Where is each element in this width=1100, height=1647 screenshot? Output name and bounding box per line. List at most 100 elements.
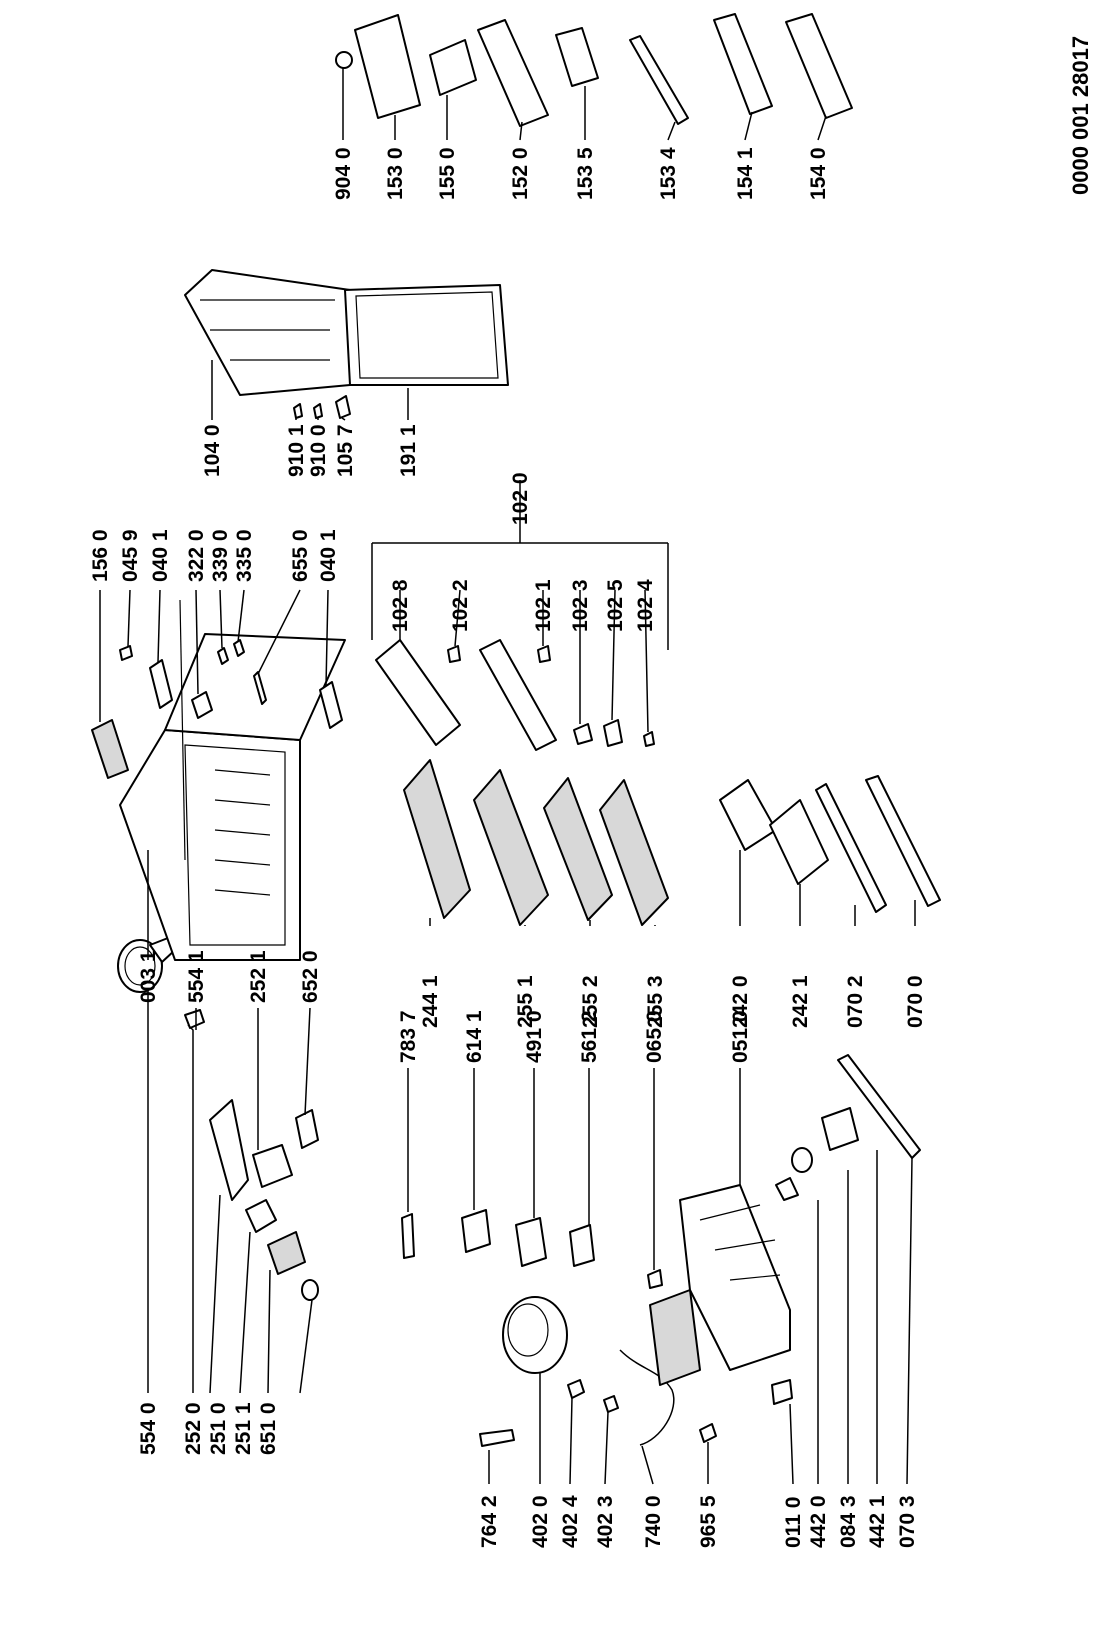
part-label-191-1: 191 1 — [397, 424, 420, 477]
part-label-154-0: 154 0 — [807, 147, 830, 200]
part-label-102-8: 102 8 — [389, 579, 412, 632]
part-drawing-251-0 — [245, 1199, 277, 1233]
part-drawing-251-1 — [267, 1231, 306, 1275]
part-drawing-084-3 — [791, 1147, 813, 1173]
part-label-040-1-a: 040 1 — [149, 529, 172, 582]
part-label-339-0: 339 0 — [209, 529, 232, 582]
part-label-910-1: 910 1 — [285, 424, 308, 477]
part-label-102-1: 102 1 — [532, 579, 555, 632]
part-drawing-255-1 — [473, 769, 549, 926]
part-label-402-4: 402 4 — [559, 1495, 582, 1548]
part-label-255-2: 255 2 — [579, 975, 602, 1028]
part-drawing-255-3 — [599, 779, 669, 926]
part-label-156-0: 156 0 — [89, 529, 112, 582]
part-label-153-0: 153 0 — [384, 147, 407, 200]
part-drawing-614-1 — [461, 1209, 491, 1253]
part-label-561-2: 561 2 — [578, 1010, 601, 1063]
part-drawing-102-3 — [573, 723, 593, 745]
part-label-065-0: 065 0 — [643, 1010, 666, 1063]
part-label-655-0: 655 0 — [289, 529, 312, 582]
part-drawing-402-4 — [567, 1379, 585, 1399]
leader-lines — [99, 68, 916, 1485]
part-drawing-156-0 — [91, 719, 129, 779]
part-label-070-3: 070 3 — [896, 1495, 919, 1548]
part-label-740-0: 740 0 — [642, 1495, 665, 1548]
part-drawing-153-4 — [629, 35, 689, 125]
part-drawing-655-0 — [253, 671, 267, 705]
part-drawing-339-0 — [217, 647, 229, 665]
part-label-252-0: 252 0 — [182, 1402, 205, 1455]
part-label-102-4: 102 4 — [634, 579, 657, 632]
part-drawing-242-0 — [719, 779, 777, 851]
part-label-102-5: 102 5 — [604, 579, 627, 632]
part-drawing-152-0 — [477, 19, 549, 127]
part-drawing-651-0 — [301, 1279, 319, 1301]
part-drawing-154-0 — [785, 13, 853, 119]
part-label-102-2: 102 2 — [449, 579, 472, 632]
part-label-152-0: 152 0 — [509, 147, 532, 200]
part-drawing-910-1 — [293, 403, 303, 419]
part-drawing-102-1-bar — [479, 639, 557, 751]
part-drawing-070-0 — [865, 775, 941, 907]
part-drawing-402-0 — [502, 1296, 568, 1374]
part-drawing-045-9 — [119, 645, 133, 661]
part-drawing-904-0 — [335, 51, 353, 69]
part-label-045-9: 045 9 — [119, 529, 142, 582]
part-drawing-105-7 — [335, 395, 351, 419]
part-drawing-252-1 — [252, 1144, 293, 1188]
part-label-904-0: 904 0 — [332, 147, 355, 200]
part-label-244-1: 244 1 — [419, 975, 442, 1028]
part-label-102-0: 102 0 — [509, 472, 532, 525]
part-label-242-1: 242 1 — [789, 975, 812, 1028]
part-drawing-155-0 — [429, 39, 477, 96]
part-label-255-3: 255 3 — [644, 975, 667, 1028]
part-drawing-191-1 — [344, 284, 509, 386]
part-drawing-402-3 — [603, 1395, 619, 1413]
part-label-011-0: 011 0 — [782, 1497, 805, 1548]
part-label-554-0: 554 0 — [137, 1402, 160, 1455]
part-label-102-3: 102 3 — [569, 579, 592, 632]
part-label-402-0: 402 0 — [529, 1495, 552, 1548]
part-labels: 554 0 252 0 251 0 251 1 651 0 554 1 252 … — [89, 36, 1093, 1548]
part-drawing-442-1 — [821, 1107, 859, 1151]
part-drawing-104-0 — [184, 269, 351, 396]
part-drawing-003-1 — [119, 599, 346, 961]
part-label-554-1: 554 1 — [185, 950, 208, 1003]
part-label-783-7: 783 7 — [397, 1010, 420, 1063]
part-label-965-5: 965 5 — [697, 1495, 720, 1548]
part-label-251-1: 251 1 — [232, 1402, 255, 1455]
part-drawing-040-1-a — [149, 659, 173, 709]
part-drawing-102-8 — [375, 639, 461, 746]
part-drawing-652-0 — [295, 1109, 319, 1149]
part-drawing-040-1-b — [319, 681, 343, 729]
part-label-070-0: 070 0 — [904, 975, 927, 1028]
part-drawing-242-1 — [769, 799, 829, 885]
part-label-651-0: 651 0 — [257, 1402, 280, 1455]
part-drawing-154-1 — [713, 13, 773, 115]
part-label-003-1: 003 1 — [137, 950, 160, 1003]
document-number: 0000 001 28017 — [1068, 36, 1093, 195]
part-label-153-4: 153 4 — [657, 147, 680, 200]
part-drawing-102-5 — [603, 719, 623, 747]
part-drawing-011-0 — [771, 1379, 793, 1405]
part-label-614-1: 614 1 — [463, 1010, 486, 1063]
part-drawing-153-5 — [555, 27, 599, 87]
part-label-402-3: 402 3 — [594, 1495, 617, 1548]
part-label-084-3: 084 3 — [837, 1495, 860, 1548]
part-label-155-0: 155 0 — [436, 147, 459, 200]
part-label-051-0: 051 0 — [729, 1010, 752, 1063]
part-label-251-0: 251 0 — [207, 1402, 230, 1455]
part-drawing-554-1 — [184, 1009, 205, 1029]
part-label-104-0: 104 0 — [201, 424, 224, 477]
part-label-153-5: 153 5 — [574, 147, 597, 200]
part-label-652-0: 652 0 — [299, 950, 322, 1003]
part-label-764-2: 764 2 — [478, 1495, 501, 1548]
part-drawing-740-0 — [619, 1349, 675, 1446]
part-drawing-102-2 — [447, 645, 461, 663]
part-label-242-0: 242 0 — [729, 975, 752, 1028]
part-drawing-102-1 — [537, 645, 551, 663]
part-label-255-1: 255 1 — [514, 975, 537, 1028]
part-drawing-244-1 — [403, 759, 471, 919]
part-drawing-561-2 — [569, 1224, 595, 1267]
part-label-442-1: 442 1 — [866, 1495, 889, 1548]
